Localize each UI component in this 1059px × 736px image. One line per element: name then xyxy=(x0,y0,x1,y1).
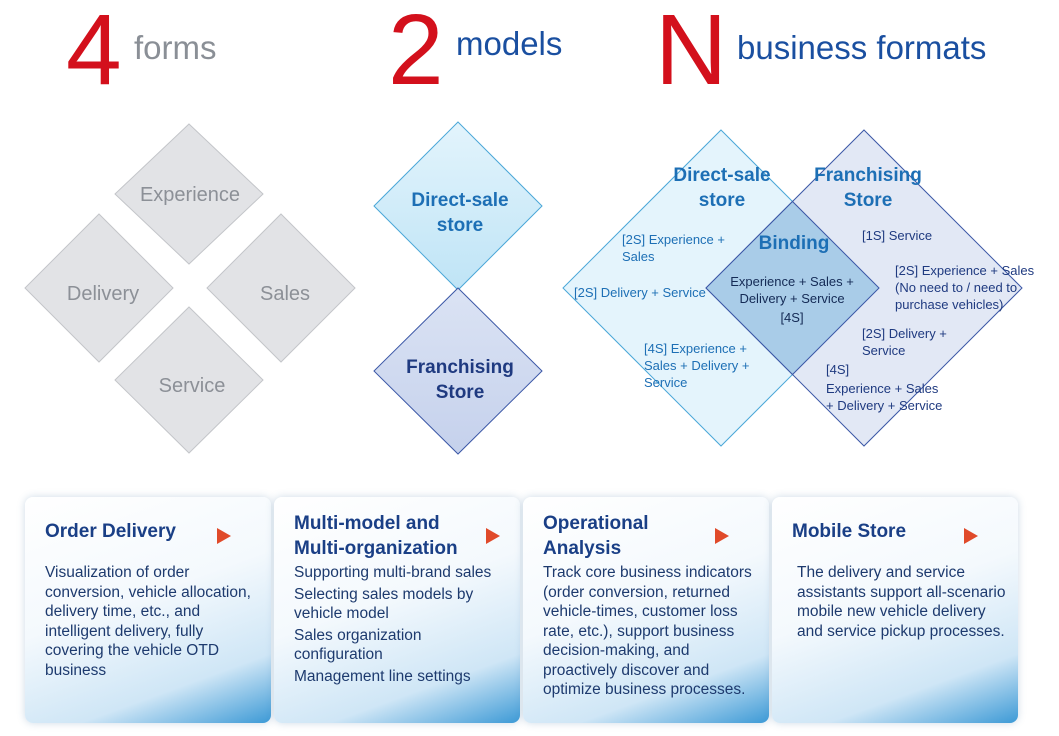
center-line-2: Delivery + Service xyxy=(739,291,844,306)
direct-sale-label-2: store xyxy=(437,215,483,236)
formats-diagram: Direct-sale store Franchising Store Bind… xyxy=(562,129,1035,447)
card-body: Visualization of order conversion, vehic… xyxy=(45,563,257,682)
models-heading: models xyxy=(456,25,563,62)
delivery-label: Delivery xyxy=(67,283,139,305)
card-title: Order Delivery xyxy=(45,519,225,544)
experience-diamond xyxy=(114,123,264,265)
left-item-1-line-2: Sales xyxy=(622,249,655,264)
center-line-1: Experience + Sales + xyxy=(730,274,854,289)
binding-overlap xyxy=(705,200,880,376)
play-arrow-icon[interactable] xyxy=(962,527,980,545)
formats-franchising-label-2: Store xyxy=(844,190,893,211)
card-title-line: Multi-organization xyxy=(294,538,458,559)
formats-count: N xyxy=(655,0,728,106)
formats-direct-label-1: Direct-sale xyxy=(673,165,770,186)
models-diagram: Direct-sale store Franchising Store xyxy=(373,121,543,455)
service-diamond xyxy=(114,306,264,454)
right-item-2-line-3: purchase vehicles) xyxy=(895,297,1003,312)
left-item-3-line-3: Service xyxy=(644,375,687,390)
service-label: Service xyxy=(159,375,226,397)
right-item-1-line-1: [1S] Service xyxy=(862,228,932,243)
card-title-line: Multi-model and xyxy=(294,513,440,534)
card-body-text: Visualization of order conversion, vehic… xyxy=(45,564,251,679)
card-title-line: Analysis xyxy=(543,538,622,559)
card-body-text: Track core business indicators (order co… xyxy=(543,564,752,698)
right-item-3-line-1: [2S] Delivery + xyxy=(862,326,947,341)
right-item-2-line-2: (No need to / need to xyxy=(895,280,1017,295)
card-body: The delivery and service assistants supp… xyxy=(797,563,1007,643)
franchising-label-1: Franchising xyxy=(406,357,514,378)
card-title: Operational Analysis xyxy=(543,511,723,561)
card-title-line: Order Delivery xyxy=(45,521,176,542)
card-title-line: Mobile Store xyxy=(792,521,907,542)
experience-label: Experience xyxy=(140,184,240,206)
card-title: Multi-model and Multi-organization xyxy=(294,511,484,561)
card-title: Mobile Store xyxy=(792,519,972,544)
center-line-3: [4S] xyxy=(780,310,803,325)
card-mobile-store[interactable]: Mobile Store The delivery and service as… xyxy=(772,497,1018,723)
right-item-4-line-3: + Delivery + Service xyxy=(826,398,942,413)
sales-diamond xyxy=(206,213,356,363)
play-arrow-icon[interactable] xyxy=(215,527,233,545)
card-body-text: Management line settings xyxy=(294,667,471,685)
card-body: Track core business indicators (order co… xyxy=(543,563,755,702)
left-item-3-line-1: [4S] Experience + xyxy=(644,341,747,356)
direct-sale-label-1: Direct-sale xyxy=(411,190,508,211)
right-item-2-line-1: [2S] Experience + Sales xyxy=(895,263,1035,278)
business-diagram: Experience Delivery Sales Service Direct… xyxy=(24,121,1035,455)
franchising-diamond xyxy=(373,287,543,455)
right-item-3-line-2: Service xyxy=(862,343,905,358)
sales-label: Sales xyxy=(260,283,310,305)
right-item-4-line-1: [4S] xyxy=(826,362,849,377)
franchising-label-2: Store xyxy=(436,382,485,403)
card-multi-model[interactable]: Multi-model and Multi-organization Suppo… xyxy=(274,497,520,723)
card-body-text: The delivery and service assistants supp… xyxy=(797,564,1006,640)
card-body-text: Supporting multi-brand sales xyxy=(294,564,492,581)
forms-count: 4 xyxy=(66,0,122,106)
left-item-1-line-1: [2S] Experience + xyxy=(622,232,725,247)
forms-heading: forms xyxy=(134,29,217,66)
card-body-text: Sales organization configuration xyxy=(294,626,422,664)
left-item-2-line-1: [2S] Delivery + Service xyxy=(574,285,706,300)
play-arrow-icon[interactable] xyxy=(484,527,502,545)
models-count: 2 xyxy=(388,0,444,106)
card-operational-analysis[interactable]: Operational Analysis Track core business… xyxy=(523,497,769,723)
forms-diagram: Experience Delivery Sales Service xyxy=(24,123,356,454)
card-order-delivery[interactable]: Order Delivery Visualization of order co… xyxy=(25,497,271,723)
formats-direct-label-2: store xyxy=(699,190,745,211)
binding-label: Binding xyxy=(759,233,830,254)
left-item-3-line-2: Sales + Delivery + xyxy=(644,358,750,373)
formats-heading: business formats xyxy=(737,29,987,66)
formats-franchising-label-1: Franchising xyxy=(814,165,922,186)
delivery-diamond xyxy=(24,213,174,363)
play-arrow-icon[interactable] xyxy=(713,527,731,545)
right-item-4-line-2: Experience + Sales xyxy=(826,381,939,396)
card-body-text: Selecting sales models by vehicle model xyxy=(294,585,474,623)
card-body: Supporting multi-brand sales Selecting s… xyxy=(294,563,506,688)
card-title-line: Operational xyxy=(543,513,649,534)
